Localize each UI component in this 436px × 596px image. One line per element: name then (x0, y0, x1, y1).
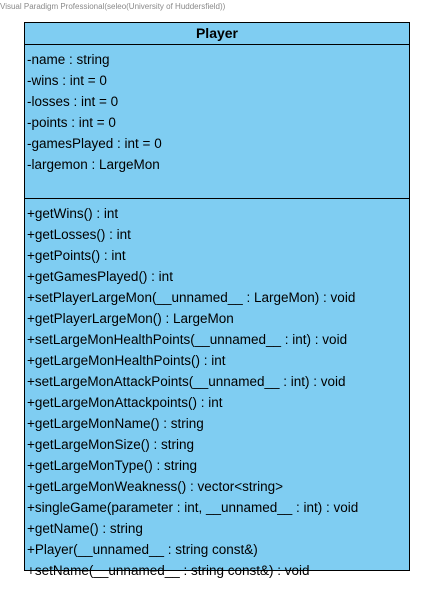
attribute-losses: -losses : int = 0 (27, 94, 119, 109)
attribute-games-played: -gamesPlayed : int = 0 (27, 136, 162, 151)
operation-get-games-played: +getGamesPlayed() : int (27, 269, 173, 284)
attribute-wins: -wins : int = 0 (27, 73, 107, 88)
watermark-text: Visual Paradigm Professional(seleo(Unive… (0, 2, 226, 11)
operation-single-game: +singleGame(parameter : int, __unnamed__… (27, 500, 359, 515)
attributes-compartment: -name : string -wins : int = 0 -losses :… (25, 45, 409, 199)
operation-player-constructor: +Player(__unnamed__ : string const&) (27, 542, 258, 557)
operations-compartment: +getWins() : int +getLosses() : int +get… (25, 199, 409, 581)
attribute-name: -name : string (27, 52, 110, 67)
operation-get-losses: +getLosses() : int (27, 227, 131, 242)
operation-get-largemon-name: +getLargeMonName() : string (27, 416, 204, 431)
operation-get-largemon-health-points: +getLargeMonHealthPoints() : int (27, 353, 226, 368)
operation-set-name: +setName(__unnamed__ : string const&) : … (27, 563, 310, 578)
operation-set-largemon-health-points: +setLargeMonHealthPoints(__unnamed__ : i… (27, 332, 348, 347)
operation-get-largemon-size: +getLargeMonSize() : string (27, 437, 194, 452)
operation-get-largemon-attack-points: +getLargeMonAttackpoints() : int (27, 395, 223, 410)
operation-set-largemon-attack-points: +setLargeMonAttackPoints(__unnamed__ : i… (27, 374, 346, 389)
operation-get-name: +getName() : string (27, 521, 143, 536)
operation-get-wins: +getWins() : int (27, 206, 119, 221)
uml-class-player[interactable]: Player -name : string -wins : int = 0 -l… (24, 22, 410, 578)
class-name: Player (25, 23, 409, 45)
operation-get-points: +getPoints() : int (27, 248, 126, 263)
operation-get-largemon-type: +getLargeMonType() : string (27, 458, 197, 473)
operation-set-player-largemon: +setPlayerLargeMon(__unnamed__ : LargeMo… (27, 290, 356, 305)
attribute-largemon: -largemon : LargeMon (27, 157, 160, 172)
attribute-points: -points : int = 0 (27, 115, 116, 130)
operation-get-largemon-weakness: +getLargeMonWeakness() : vector<string> (27, 479, 284, 494)
operation-get-player-largemon: +getPlayerLargeMon() : LargeMon (27, 311, 234, 326)
